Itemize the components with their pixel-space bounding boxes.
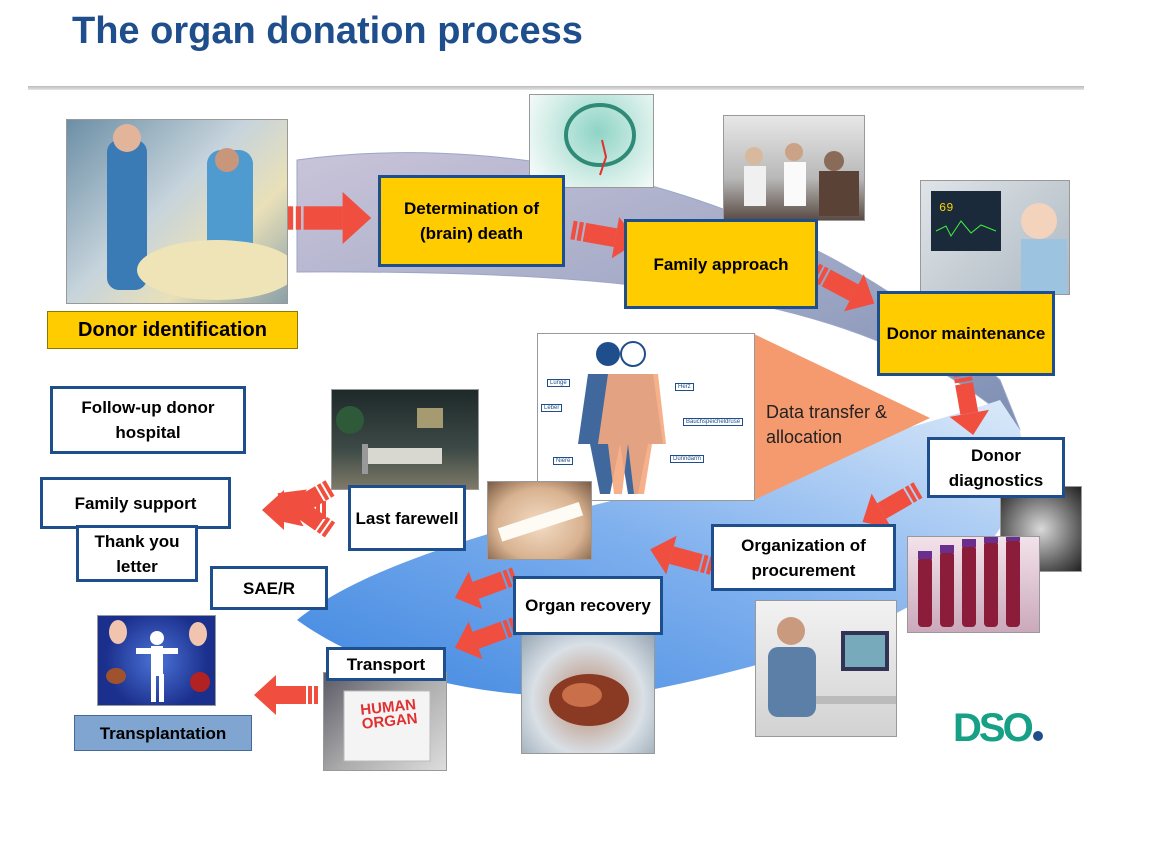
data-transfer-allocation-label: Data transfer & allocation	[766, 402, 888, 447]
sae-r-box: SAE/R	[210, 566, 328, 610]
flow-arrow	[254, 675, 318, 715]
logo-text: DSO	[953, 706, 1034, 750]
organ-recovery-photo	[521, 634, 655, 754]
monitor-photo: 69	[920, 180, 1070, 295]
donor-identification-box: Donor identification	[47, 311, 298, 349]
donor-diagnostics-box: Donor diagnostics	[927, 437, 1065, 498]
organ-transport-photo: HUMAN ORGAN	[323, 672, 447, 771]
title-divider	[28, 86, 1084, 90]
family-approach-box: Family approach	[624, 219, 818, 309]
farewell-room-photo	[331, 389, 479, 490]
family-support-box: Family support	[40, 477, 231, 529]
organ-label: Bauchspeicheldrüse	[683, 418, 744, 426]
family-meeting-photo	[723, 115, 865, 221]
last-farewell-box: Last farewell	[348, 485, 466, 551]
blood-samples-photo	[907, 536, 1040, 633]
organ-recovery-box: Organ recovery	[513, 576, 663, 635]
logo-dot	[1032, 731, 1043, 741]
transplantation-box: Transplantation	[74, 715, 252, 751]
donor-maintenance-box: Donor maintenance	[877, 291, 1055, 376]
page-title: The organ donation process	[72, 10, 583, 52]
allocation-triangle	[754, 334, 930, 500]
svg-text:69: 69	[939, 201, 953, 215]
office-worker-photo	[755, 600, 897, 737]
transport-box: Transport	[326, 647, 446, 681]
surgery-scar-photo	[487, 481, 592, 560]
organ-label: Leber	[541, 404, 563, 412]
brain-scan-photo	[529, 94, 654, 188]
organ-chart-graphic: Lunge Leber Niere Herz Bauchspeicheldrüs…	[537, 333, 755, 501]
transplantation-graphic	[97, 615, 216, 706]
organ-label: Dünndarm	[670, 455, 705, 463]
dso-logo: DSO	[953, 706, 1043, 751]
organ-label: Niere	[553, 457, 574, 465]
organization-of-procurement-box: Organization of procurement	[711, 524, 896, 591]
thank-you-letter-box: Thank you letter	[76, 525, 198, 582]
organ-label: Lunge	[547, 379, 570, 387]
icu-photo	[66, 119, 288, 304]
follow-up-donor-hospital-box: Follow-up donor hospital	[50, 386, 246, 454]
organ-label: Herz	[675, 383, 694, 391]
determination-of-death-box: Determination of (brain) death	[378, 175, 565, 267]
